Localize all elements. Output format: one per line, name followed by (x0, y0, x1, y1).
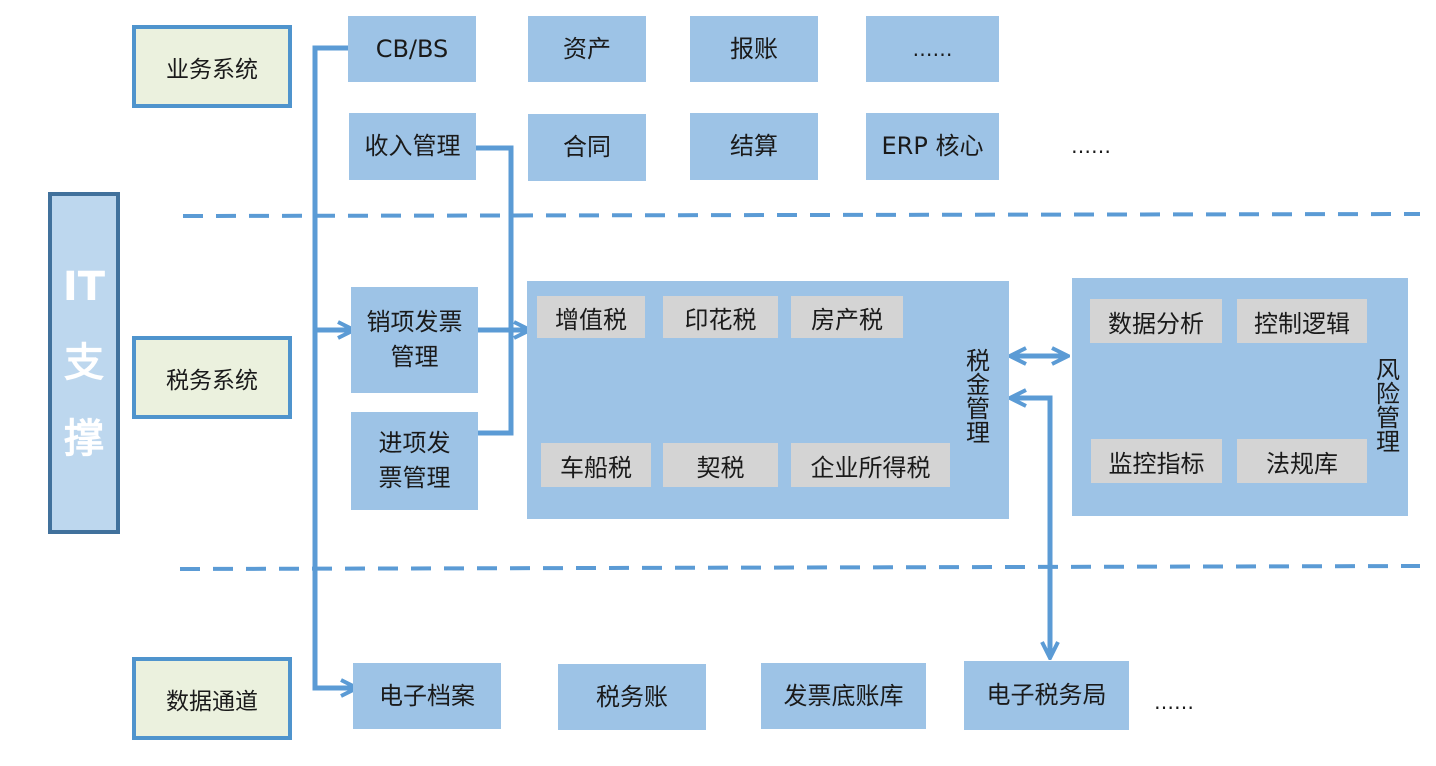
box-e-tax-bureau: 电子税务局 (964, 661, 1129, 730)
output-invoice-line2: 管理 (390, 343, 439, 371)
box-output-invoice-management: 销项发票 管理 (351, 287, 478, 393)
risk-item-regulations-library: 法规库 (1237, 439, 1367, 483)
box-erp-core: ERP 核心 (866, 113, 999, 180)
separator-bottom (179, 564, 1421, 571)
tax-item-corporate-income-tax: 企业所得税 (791, 443, 950, 487)
tax-item-property-tax: 房产税 (791, 296, 903, 338)
separator-top (182, 212, 1421, 218)
tax-item-stamp-duty: 印花税 (663, 296, 778, 338)
tax-item-deed-tax: 契税 (663, 443, 778, 487)
more-business-row2: …… (1071, 134, 1111, 158)
box-assets: 资产 (528, 16, 646, 82)
risk-item-monitoring-indicators: 监控指标 (1091, 439, 1222, 483)
risk-item-control-logic: 控制逻辑 (1237, 299, 1367, 343)
input-invoice-line2: 票管理 (378, 464, 451, 492)
trunk-line (312, 45, 355, 688)
category-business-systems: 业务系统 (132, 25, 292, 108)
risk-management-title: 风险管理 (1371, 357, 1400, 453)
category-tax-systems: 税务系统 (132, 336, 292, 419)
box-contract: 合同 (528, 114, 646, 181)
box-more-business: …… (866, 16, 999, 82)
box-tax-ledger: 税务账 (558, 664, 706, 730)
box-invoice-ledger-db: 发票底账库 (761, 663, 926, 729)
box-settlement: 结算 (690, 113, 818, 180)
more-data-channel: …… (1154, 690, 1194, 714)
box-cb-bs: CB/BS (348, 16, 476, 82)
box-input-invoice-management: 进项发 票管理 (351, 412, 478, 510)
category-data-channel: 数据通道 (132, 657, 292, 740)
it-support-char: IT (62, 264, 106, 310)
tax-management-title: 税金管理 (961, 348, 990, 444)
it-support-char: 撑 (64, 416, 104, 462)
tax-etax-double-arrow (1012, 398, 1050, 656)
box-electronic-archive: 电子档案 (353, 663, 501, 729)
risk-item-data-analysis: 数据分析 (1090, 299, 1222, 343)
box-expense: 报账 (690, 16, 818, 82)
revenue-to-tax-line (474, 145, 514, 436)
input-invoice-line1: 进项发 (378, 429, 451, 458)
it-support-box: IT 支 撑 (48, 192, 120, 534)
it-support-char: 支 (64, 340, 104, 386)
tax-item-vat: 增值税 (537, 296, 645, 338)
tax-item-vehicle-tax: 车船税 (541, 443, 651, 487)
box-revenue-management: 收入管理 (349, 113, 476, 180)
output-invoice-line1: 销项发票 (366, 308, 463, 337)
